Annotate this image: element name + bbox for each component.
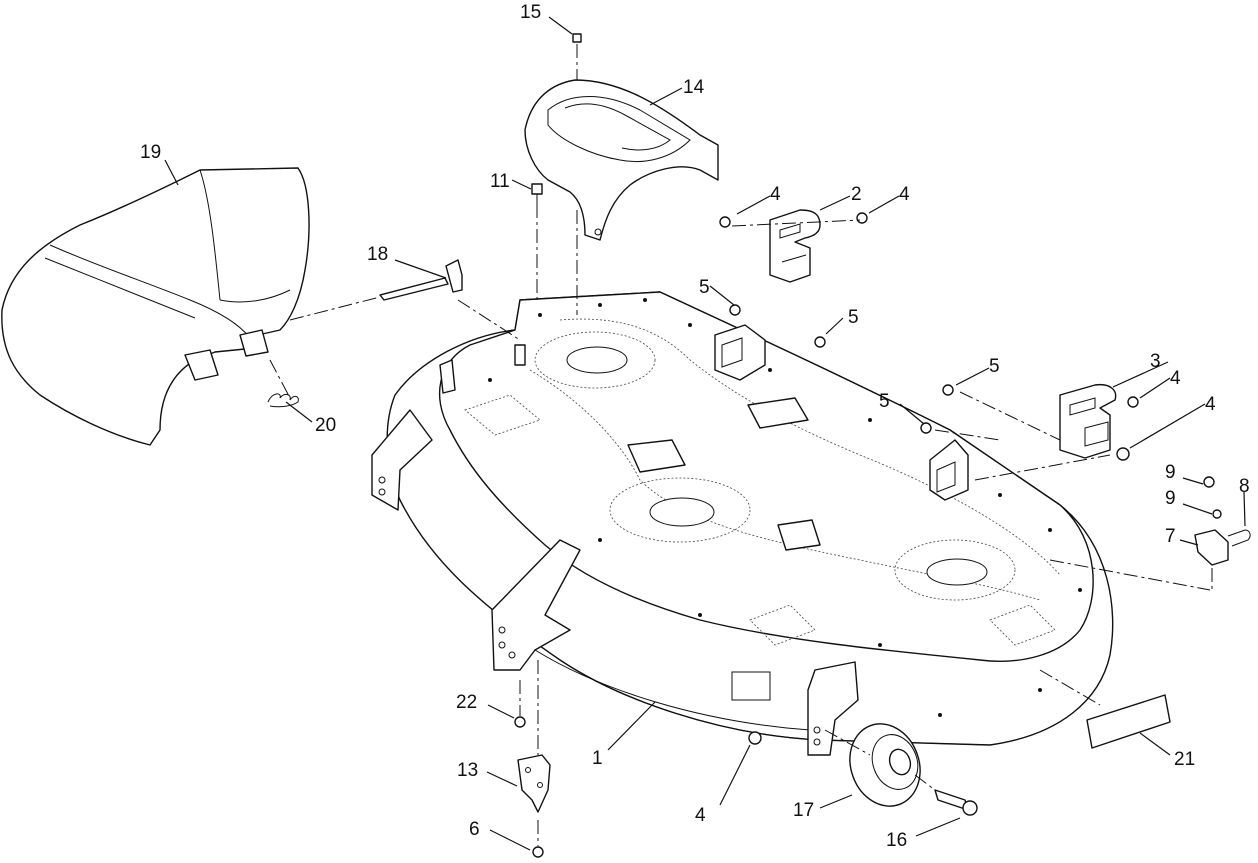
- callout-1: 1: [592, 748, 603, 769]
- callout-19: 19: [140, 142, 161, 163]
- hardware: [267, 33, 1251, 858]
- callout-4-e: 4: [695, 805, 706, 826]
- callout-22: 22: [456, 692, 477, 713]
- alignment-lines: [269, 44, 1213, 846]
- callout-16: 16: [886, 830, 907, 851]
- callout-5-c: 5: [989, 356, 1000, 377]
- callout-5-a: 5: [699, 277, 710, 298]
- callout-4-c: 4: [1170, 368, 1181, 389]
- callout-4-d: 4: [1205, 394, 1216, 415]
- callout-21: 21: [1174, 749, 1195, 770]
- discharge-chute: [1, 167, 310, 446]
- callout-5-b: 5: [848, 307, 859, 328]
- bracket-2: [769, 209, 821, 283]
- mounting-plate-right: [929, 439, 969, 501]
- callout-7: 7: [1165, 526, 1176, 547]
- callout-13: 13: [457, 760, 478, 781]
- leader-lines: [164, 16, 1246, 851]
- callout-18: 18: [367, 244, 388, 265]
- callout-9-a: 9: [1165, 462, 1176, 483]
- callout-3: 3: [1150, 351, 1161, 372]
- callout-2: 2: [851, 184, 862, 205]
- callout-4-b: 4: [899, 184, 910, 205]
- mower-deck: [371, 291, 1114, 756]
- callout-9-b: 9: [1165, 488, 1176, 509]
- callout-4-a: 4: [770, 184, 781, 205]
- callout-11: 11: [490, 171, 510, 192]
- callout-5-d: 5: [879, 391, 890, 412]
- callout-14: 14: [683, 77, 705, 98]
- callout-6: 6: [469, 819, 480, 840]
- callout-15: 15: [520, 2, 541, 23]
- callout-17: 17: [793, 800, 814, 821]
- callout-8: 8: [1239, 476, 1250, 497]
- mounting-plate-left: [714, 324, 766, 381]
- belt-cover: [524, 79, 719, 241]
- callout-20: 20: [315, 415, 336, 436]
- callouts: 15 14 19 11 4 2 4 18 5 5 5 3 5 4 4 20 9 …: [140, 2, 1250, 851]
- bracket-3: [1059, 383, 1117, 459]
